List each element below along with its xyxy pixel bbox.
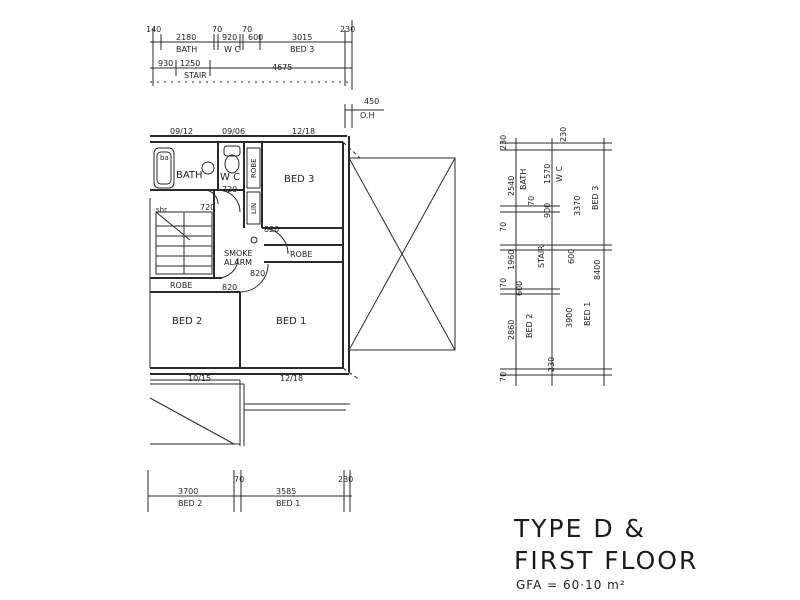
side-dimension-lines [500, 138, 612, 386]
stair-treads [155, 211, 213, 275]
door-820-b: 820 [250, 269, 265, 278]
side-70-d: 70 [499, 372, 508, 382]
dim-2180: 2180 [176, 33, 196, 42]
dim-1250: 1250 [180, 59, 200, 68]
lower-roof [149, 379, 350, 446]
side-1570: 1570 [543, 164, 552, 184]
side-stair: STAIR [537, 245, 546, 268]
door-720-b: 720 [200, 203, 215, 212]
door-1218-bot: 12/18 [280, 374, 303, 383]
dim-70a: 70 [212, 25, 222, 34]
plan-title-floor: FIRST FLOOR [514, 546, 699, 575]
side-bath: BATH [519, 169, 528, 190]
room-bath: BATH [176, 170, 203, 181]
dim-bottom-230: 230 [338, 475, 353, 484]
side-230-top: 230 [499, 135, 508, 150]
side-3370: 3370 [573, 196, 582, 216]
room-robe-hall: ROBE [290, 250, 312, 259]
bottom-dimension-lines [147, 470, 352, 512]
dim-930: 930 [158, 59, 173, 68]
dim-bottom-70: 70 [234, 475, 244, 484]
room-robe-bed2: ROBE [170, 281, 192, 290]
side-230-bot: 230 [547, 357, 556, 372]
room-bed3: BED 3 [284, 174, 314, 185]
side-bed1: BED 1 [583, 302, 592, 326]
room-wc: W C [220, 172, 240, 183]
dim-140: 140 [146, 25, 161, 34]
dim-230: 230 [340, 25, 355, 34]
dim-bottom-3700: 3700 [178, 487, 198, 496]
room-shr: shr [156, 206, 167, 214]
plan-title-type: TYPE D & [514, 514, 647, 543]
dim-70b: 70 [242, 25, 252, 34]
room-ba: ba [160, 154, 169, 162]
dim-4675: 4675 [272, 63, 292, 72]
side-3900: 3900 [565, 308, 574, 328]
side-70-c: 70 [499, 278, 508, 288]
door-0912: 09/12 [170, 127, 193, 136]
door-1015: 10/15 [188, 374, 211, 383]
room-bed2: BED 2 [172, 316, 202, 327]
door-0906: 09/06 [222, 127, 245, 136]
smoke-alarm-line1: SMOKE [224, 249, 253, 258]
door-820-c: 820 [222, 283, 237, 292]
side-8400: 8400 [593, 260, 602, 280]
door-1218-top: 12/18 [292, 127, 315, 136]
side-230-top-r: 230 [559, 127, 568, 142]
gross-floor-area: GFA = 60·10 m² [516, 578, 626, 592]
dim-bottom-bed2: BED 2 [178, 499, 202, 508]
dim-bath-label: BATH [176, 45, 197, 54]
dim-600: 600 [248, 33, 263, 42]
dim-bed3-label: BED 3 [290, 45, 314, 54]
dim-bottom-bed1: BED 1 [276, 499, 300, 508]
door-820-a: 820 [264, 225, 279, 234]
dim-3015: 3015 [292, 33, 312, 42]
dim-bottom-3585: 3585 [276, 487, 296, 496]
door-swings [203, 189, 289, 293]
roof-outline [342, 141, 456, 381]
bathroom-fixtures [153, 145, 261, 225]
dim-stair-label: STAIR [184, 71, 207, 80]
side-2860: 2860 [507, 320, 516, 340]
side-70-b: 70 [499, 222, 508, 232]
dim-920: 920 [222, 33, 237, 42]
room-robe-small: ROBE [250, 158, 258, 178]
side-2540: 2540 [507, 176, 516, 196]
side-600-b: 600 [515, 281, 524, 296]
side-wc: W C [555, 166, 564, 182]
side-bed3: BED 3 [591, 186, 600, 210]
side-bed2: BED 2 [525, 314, 534, 338]
dim-450: 450 [364, 97, 379, 106]
side-70-a: 70 [527, 196, 536, 206]
room-bed1: BED 1 [276, 316, 306, 327]
side-900: 900 [543, 203, 552, 218]
room-lin: LIN [250, 203, 258, 214]
dim-wc-label: W C [224, 45, 240, 54]
top-dimension-lines [150, 20, 384, 128]
door-720-a: 720 [222, 185, 237, 194]
smoke-alarm-line2: ALARM [224, 258, 252, 267]
side-600-a: 600 [567, 249, 576, 264]
dim-oh: O.H [360, 111, 375, 120]
side-1960: 1960 [507, 250, 516, 270]
